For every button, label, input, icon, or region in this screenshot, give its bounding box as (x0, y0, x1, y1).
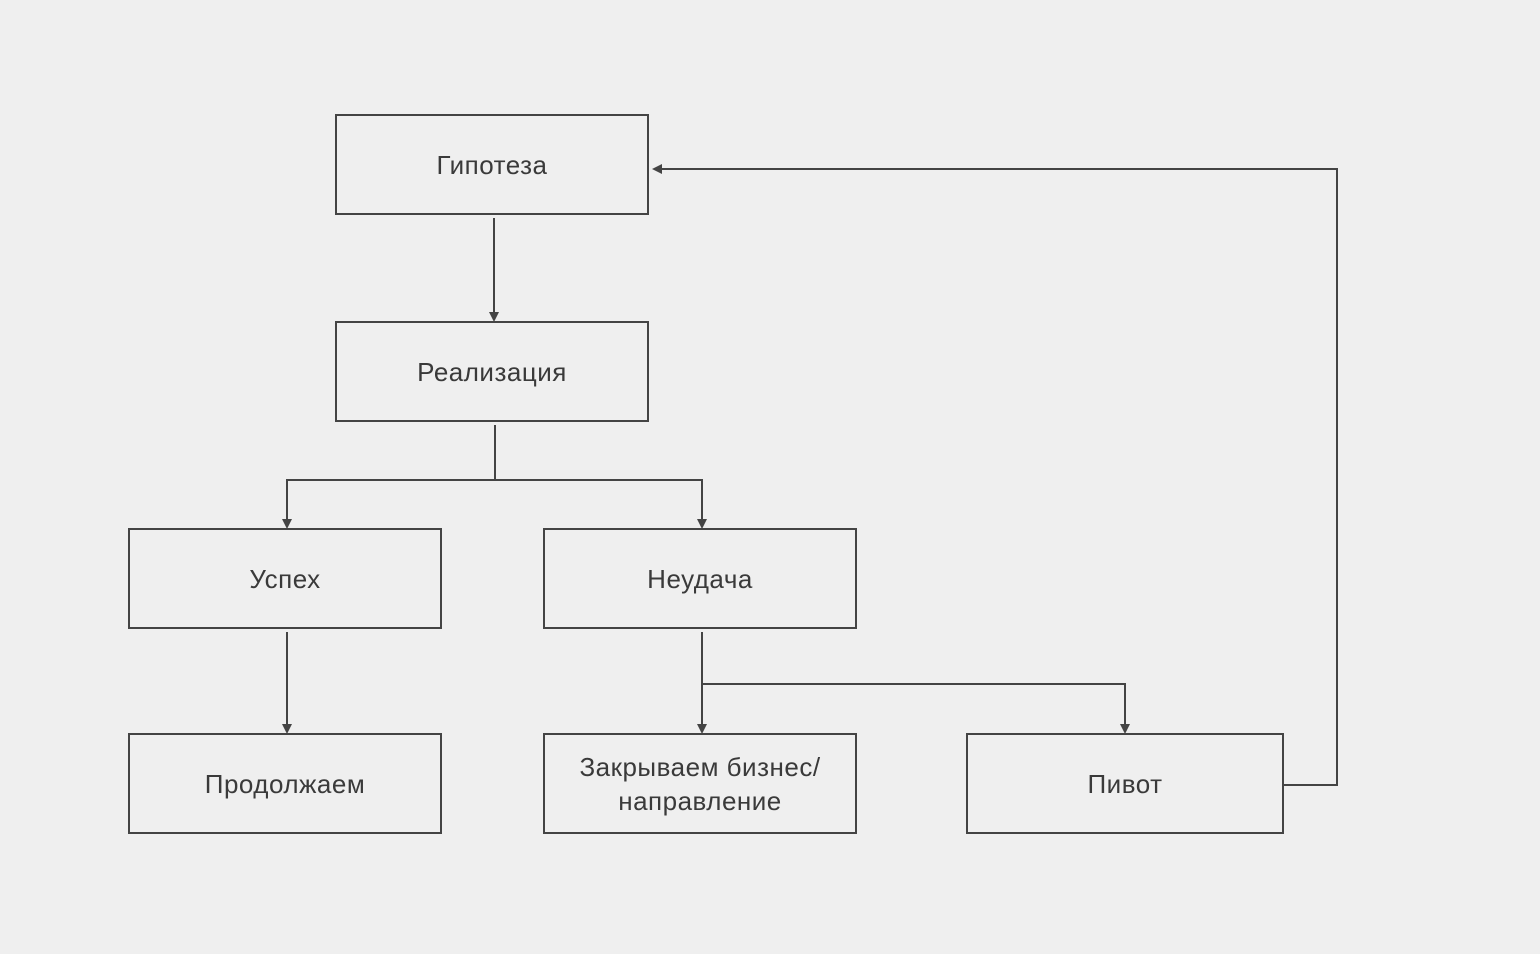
arrow-implementation-success (282, 425, 496, 529)
node-failure: Неудача (543, 528, 857, 629)
node-pivot: Пивот (966, 733, 1284, 834)
node-label: Реализация (417, 356, 567, 387)
node-label: Успех (249, 563, 321, 594)
node-label: Неудача (647, 563, 753, 594)
arrow-failure-pivot (702, 683, 1130, 734)
node-close: Закрываем бизнес/ направление (543, 733, 857, 834)
arrow-implementation-failure (495, 479, 707, 529)
node-label: Закрываем бизнес/ направление (579, 751, 821, 816)
node-label: Продолжаем (204, 768, 366, 799)
node-implementation: Реализация (335, 321, 649, 422)
arrow-pivot-hypothesis (652, 164, 1338, 786)
node-continue: Продолжаем (128, 733, 442, 834)
node-label: Гипотеза (436, 149, 548, 180)
node-success: Успех (128, 528, 442, 629)
node-label: Пивот (1087, 768, 1163, 799)
node-hypothesis: Гипотеза (335, 114, 649, 215)
